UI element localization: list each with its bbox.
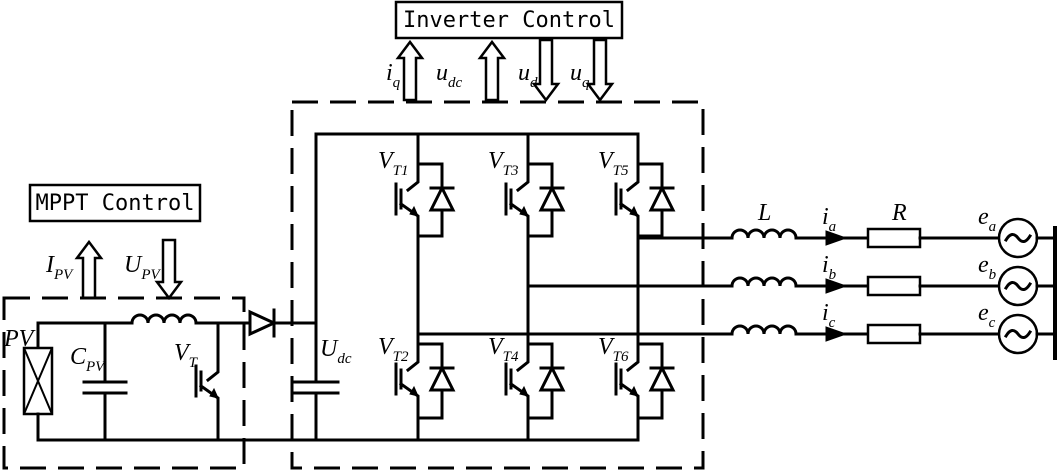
signal-arrows: [74, 38, 615, 301]
udc-label: udc: [436, 60, 463, 91]
igbt-upper-3: [614, 162, 676, 238]
ud-arrow-down: [531, 38, 561, 103]
pv-label: PV: [3, 326, 36, 352]
iq-label: iq: [386, 60, 401, 91]
current-arrow-1: [825, 278, 848, 294]
mppt-control-label: MPPT Control: [36, 191, 195, 216]
switch-label-upper-2: VT3: [488, 148, 519, 179]
cpv-capacitor: [82, 380, 128, 395]
current-label-0: ia: [822, 204, 836, 235]
ac-output: ia ea ib eb ic ec L R: [416, 200, 1057, 355]
ud-label: ud: [518, 60, 538, 91]
switch-label-upper-3: VT5: [598, 148, 629, 179]
inductor-2: [730, 324, 798, 336]
igbt-lower-2: [504, 342, 566, 420]
source-label-2: ec: [978, 300, 996, 331]
current-arrow-0: [825, 230, 848, 246]
boost-dashed-boundary: [2, 296, 246, 470]
switch-label-upper-1: VT1: [378, 148, 409, 179]
iq-arrow-up: [395, 39, 425, 102]
uq-arrow-down: [585, 38, 615, 103]
vt-label: VT: [174, 340, 199, 371]
current-label-1: ib: [822, 252, 837, 283]
signal-labels: iq udc ud uq IPV UPV: [45, 60, 590, 283]
igbt-upper-1: [394, 162, 456, 238]
igbt-lower-3: [614, 342, 676, 420]
inverter-control-block: Inverter Control: [394, 0, 624, 40]
inductor-1: [730, 276, 798, 288]
upv-arrow-down: [154, 238, 184, 301]
igbt-lower-1: [394, 342, 456, 420]
inductor-label: L: [757, 200, 771, 226]
inverter-dashed-boundary: [290, 100, 705, 470]
udc-capacitor: [292, 380, 340, 395]
udc-arrow-up: [477, 39, 507, 102]
source-label-0: ea: [978, 204, 996, 235]
cpv-label: CPV: [70, 344, 106, 375]
ipv-arrow-up: [74, 239, 104, 300]
boost-diode: [248, 309, 278, 337]
ipv-label: IPV: [45, 252, 74, 283]
current-arrow-2: [825, 326, 848, 342]
uq-label: uq: [570, 60, 590, 91]
igbt-upper-2: [504, 162, 566, 238]
resistor-1: [866, 275, 922, 297]
switch-label-lower-1: VT2: [378, 334, 409, 365]
resistor-2: [866, 323, 922, 345]
current-label-2: ic: [822, 300, 836, 331]
upv-label: UPV: [124, 252, 162, 283]
resistor-0: [866, 227, 922, 249]
boost-converter: PV CPV VT: [3, 308, 318, 442]
mppt-control-block: MPPT Control: [28, 183, 202, 223]
switch-label-lower-2: VT4: [488, 334, 519, 365]
inverter-control-label: Inverter Control: [403, 8, 615, 33]
source-label-1: eb: [978, 252, 997, 283]
switch-label-lower-3: VT6: [598, 334, 629, 365]
inductor-0: [730, 228, 798, 240]
resistor-label: R: [891, 200, 907, 226]
boost-inductor: [130, 313, 198, 325]
udc-cap-label: Udc: [320, 336, 352, 367]
